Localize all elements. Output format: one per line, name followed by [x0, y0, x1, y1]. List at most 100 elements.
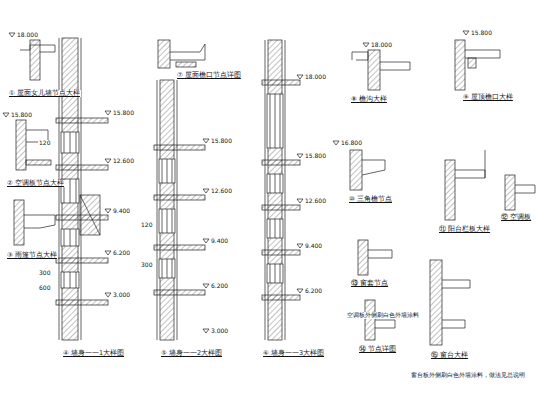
profile-line: [352, 52, 368, 60]
annotation: 15.800: [10, 112, 33, 119]
level-mark: [297, 289, 303, 293]
profile-line: [280, 94, 281, 148]
section-part: [80, 195, 100, 235]
annotation: 12.600: [210, 188, 233, 195]
profile-line: [162, 209, 163, 233]
profile-line: [485, 150, 486, 178]
section-part: [56, 258, 108, 263]
window-opening: [267, 219, 283, 238]
annotation: 9.400: [112, 208, 131, 215]
window-opening: [267, 174, 283, 193]
detail-title: ⑩ 三角檐节点: [348, 196, 393, 203]
section-part: [154, 245, 205, 250]
profile-line: [76, 272, 77, 288]
level-mark: [363, 43, 369, 47]
profile-line: [177, 80, 178, 340]
annotation: 窗台板外侧刷白色外墙涂料，做法见总说明: [410, 372, 526, 379]
profile-line: [270, 264, 271, 283]
profile-line: [380, 62, 410, 70]
annotation: 18.000: [304, 74, 327, 81]
section-part: [358, 240, 368, 275]
annotation: 6.200: [210, 283, 229, 290]
profile-line: [455, 170, 485, 178]
section-part: [468, 58, 476, 68]
detail-title: ④ 墙身一一1大样图: [62, 350, 125, 357]
profile-line: [70, 272, 71, 288]
annotation: 18.000: [370, 42, 393, 49]
profile-line: [64, 272, 65, 288]
detail-title: ⑧ 檐沟大样: [350, 96, 388, 103]
profile-line: [280, 219, 281, 238]
profile-line: [280, 264, 281, 283]
annotation: 6.200: [112, 250, 131, 257]
profile-line: [442, 320, 465, 328]
section-part: [154, 195, 205, 200]
annotation: 12.600: [304, 198, 327, 205]
level-mark: [297, 244, 303, 248]
level-mark: [105, 209, 111, 213]
annotation: 3.000: [210, 328, 229, 335]
level-mark: [105, 251, 111, 255]
detail-title: ① 屋面女儿墙节点大样: [8, 90, 81, 97]
level-mark: [203, 239, 209, 243]
profile-line: [270, 219, 271, 238]
window-opening: [159, 259, 175, 278]
detail-title: ⑨ 屋顶檐口大样: [462, 94, 514, 101]
profile-line: [64, 229, 65, 246]
window-opening: [159, 209, 175, 233]
profile-line: [24, 215, 55, 228]
profile-line: [285, 40, 286, 340]
detail-title: ③ 雨篷节点大样: [6, 252, 58, 259]
profile-line: [167, 259, 168, 278]
profile-line: [275, 264, 276, 283]
section-part: [160, 80, 174, 340]
annotation: 18.000: [16, 32, 39, 39]
detail-title: ⑬ 窗套节点: [350, 280, 389, 287]
section-part: [176, 62, 196, 67]
section-part: [30, 40, 40, 80]
level-mark: [9, 33, 15, 37]
profile-line: [167, 159, 168, 183]
level-mark: [333, 141, 339, 145]
detail-title: ⑥ 墙身一一3大样图: [262, 350, 325, 357]
level-mark: [463, 31, 469, 35]
window-opening: [159, 159, 175, 183]
profile-line: [76, 229, 77, 246]
annotation: 15.800: [304, 153, 327, 160]
profile-line: [172, 159, 173, 183]
profile-line: [280, 174, 281, 193]
section-part: [262, 205, 300, 210]
section-part: [62, 38, 78, 340]
section-part: [262, 160, 300, 165]
section-part: [445, 160, 455, 220]
section-part: [154, 290, 205, 295]
section-part: [505, 175, 515, 210]
section-part: [56, 300, 108, 305]
profile-line: [59, 38, 60, 340]
profile-line: [20, 45, 55, 52]
section-part: [14, 200, 24, 245]
window-opening: [61, 272, 79, 288]
section-part: [455, 40, 465, 90]
section-part: [16, 120, 26, 170]
section-part: [350, 150, 362, 190]
profile-line: [167, 209, 168, 233]
detail-title: ⑫ 空调板: [500, 214, 532, 221]
profile-line: [70, 179, 71, 203]
profile-line: [275, 219, 276, 238]
level-mark: [203, 189, 209, 193]
profile-line: [515, 185, 535, 193]
profile-line: [80, 195, 100, 235]
annotation: 300: [140, 262, 153, 269]
detail-title: ⑦ 屋面檐口节点详图: [176, 72, 242, 79]
annotation: 300: [38, 270, 51, 277]
section-part: [154, 145, 205, 150]
window-opening: [61, 132, 79, 153]
profile-line: [170, 44, 205, 60]
profile-line: [265, 40, 266, 340]
annotation: 600: [38, 285, 51, 292]
annotation: 12.600: [112, 158, 135, 165]
level-mark: [105, 159, 111, 163]
profile-line: [270, 94, 271, 148]
profile-line: [270, 174, 271, 193]
